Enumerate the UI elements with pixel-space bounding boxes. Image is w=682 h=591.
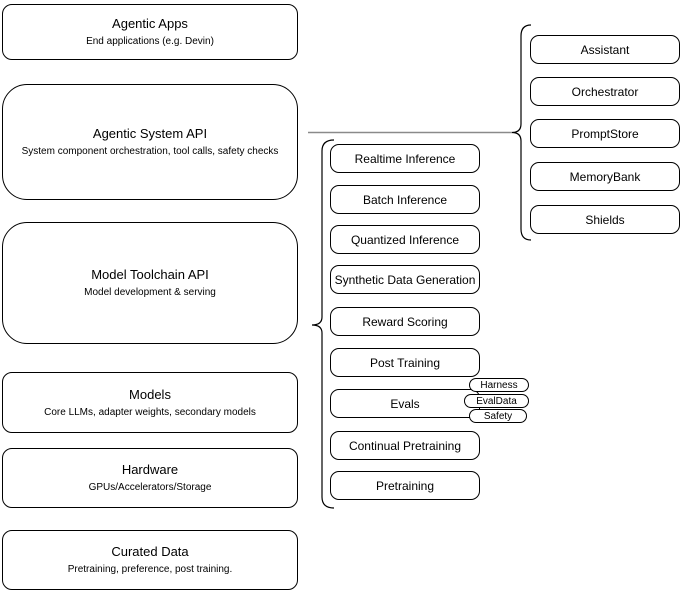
- layer-title: Agentic System API: [92, 126, 208, 141]
- layer-agentic-system-api: Agentic System API System component orch…: [2, 84, 298, 200]
- layer-models: Models Core LLMs, adapter weights, secon…: [2, 372, 298, 433]
- component-shields: Shields: [530, 205, 680, 234]
- component-orchestrator: Orchestrator: [530, 77, 680, 106]
- component-label: MemoryBank: [569, 169, 641, 184]
- service-synthetic-data-generation: Synthetic Data Generation: [330, 265, 480, 294]
- service-pretraining: Pretraining: [330, 471, 480, 500]
- layer-curated-data: Curated Data Pretraining, preference, po…: [2, 530, 298, 590]
- service-post-training: Post Training: [330, 348, 480, 377]
- eval-tag-label: Harness: [480, 379, 518, 391]
- component-label: Shields: [585, 212, 625, 227]
- layer-subtitle: Model development & serving: [84, 287, 216, 298]
- layer-subtitle: Core LLMs, adapter weights, secondary mo…: [44, 406, 256, 418]
- layer-subtitle: Pretraining, preference, post training.: [67, 564, 233, 575]
- layer-title: Hardware: [121, 462, 179, 477]
- eval-tag-safety: Safety: [469, 409, 527, 423]
- component-label: Assistant: [580, 42, 630, 57]
- service-label: Post Training: [369, 355, 441, 370]
- layer-title: Curated Data: [111, 544, 189, 559]
- layer-model-toolchain-api: Model Toolchain API Model development & …: [2, 222, 298, 344]
- service-label: Continual Pretraining: [348, 438, 462, 453]
- service-label: Realtime Inference: [354, 151, 456, 166]
- layer-title: Agentic Apps: [112, 16, 188, 31]
- service-label: Evals: [390, 396, 420, 411]
- eval-tag-harness: Harness: [469, 378, 529, 392]
- component-memorybank: MemoryBank: [530, 162, 680, 191]
- eval-tag-evaldata: EvalData: [464, 394, 529, 408]
- component-label: PromptStore: [571, 126, 639, 141]
- layer-title: Model Toolchain API: [91, 267, 209, 282]
- component-assistant: Assistant: [530, 35, 680, 64]
- service-label: Synthetic Data Generation: [334, 272, 476, 287]
- service-realtime-inference: Realtime Inference: [330, 144, 480, 173]
- layer-hardware: Hardware GPUs/Accelerators/Storage: [2, 448, 298, 508]
- layer-agentic-apps: Agentic Apps End applications (e.g. Devi…: [2, 4, 298, 60]
- service-quantized-inference: Quantized Inference: [330, 225, 480, 254]
- service-label: Quantized Inference: [350, 232, 460, 247]
- component-promptstore: PromptStore: [530, 119, 680, 148]
- service-label: Batch Inference: [362, 192, 448, 207]
- components-bracket: [511, 24, 532, 241]
- service-batch-inference: Batch Inference: [330, 185, 480, 214]
- component-label: Orchestrator: [571, 84, 639, 99]
- service-continual-pretraining: Continual Pretraining: [330, 431, 480, 460]
- layer-title: Models: [129, 386, 171, 402]
- layer-subtitle: System component orchestration, tool cal…: [21, 146, 279, 157]
- service-label: Reward Scoring: [362, 314, 448, 329]
- service-evals: Evals: [330, 389, 480, 418]
- eval-tag-label: EvalData: [476, 395, 517, 407]
- layer-subtitle: End applications (e.g. Devin): [86, 36, 214, 47]
- eval-tag-label: Safety: [483, 410, 513, 422]
- service-reward-scoring: Reward Scoring: [330, 307, 480, 336]
- service-label: Pretraining: [375, 478, 435, 493]
- layer-subtitle: GPUs/Accelerators/Storage: [88, 482, 212, 493]
